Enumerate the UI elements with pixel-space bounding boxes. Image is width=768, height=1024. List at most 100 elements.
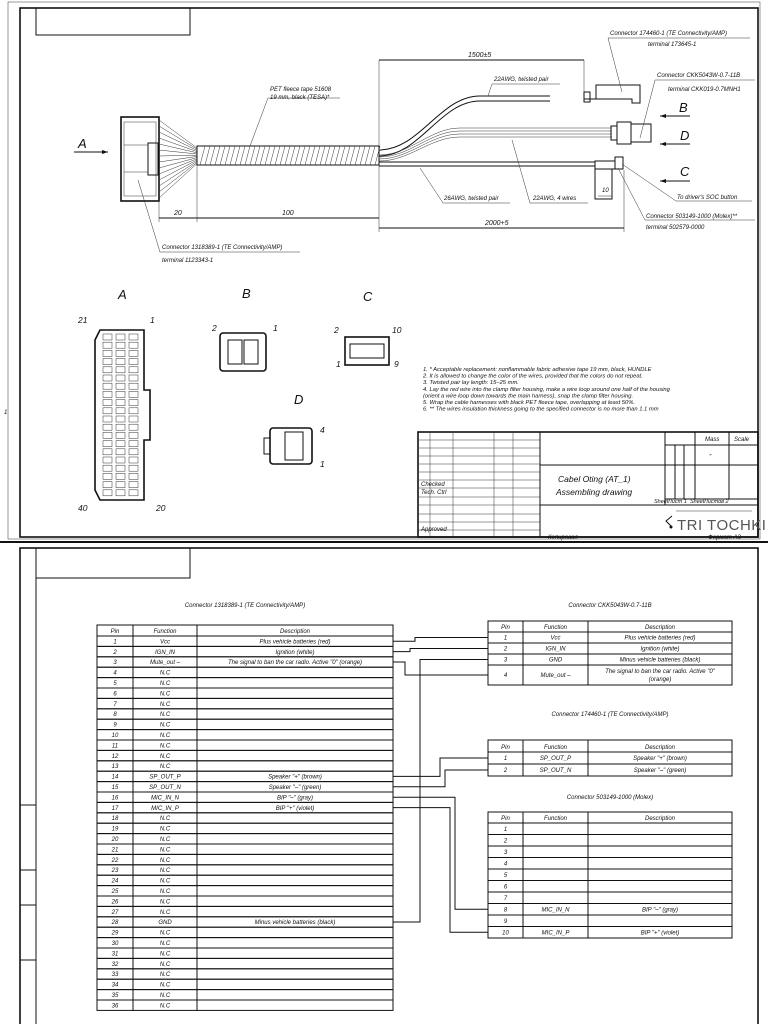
margin-number: 1 [4,410,7,416]
table-cell [196,957,394,970]
cell-text: 27 [111,910,119,916]
svg-text:22AWG, 4 wires: 22AWG, 4 wires [532,196,576,202]
cell-text: 2 [112,650,117,656]
fan-wire [158,158,198,175]
table-title: Connector CKK5043W-0.7-11B [568,603,651,609]
cell-text: 21 [111,847,119,853]
table-cell [587,868,733,881]
table-cell [196,666,394,679]
connector-ckk5043 [610,121,652,145]
pin-cavity [102,473,113,480]
tape-hatch [289,145,296,166]
svg-text:22AWG, twisted pair: 22AWG, twisted pair [493,77,550,83]
cell-text: N.C [160,972,171,978]
fan-wire [158,159,198,181]
tape-hatch [204,145,211,166]
svg-text:TRI TOCHKI: TRI TOCHKI [677,517,766,534]
cell-text: Mute_out – [150,660,181,666]
view-b: B 2 1 [211,286,278,372]
tape-hatch [304,145,311,166]
cell-text: SP_OUT_P [149,775,180,781]
svg-text:40: 40 [78,503,88,513]
connector-174460 [583,84,641,104]
svg-text:9: 9 [394,359,399,369]
pin-cavity [115,473,126,480]
cell-text: N.C [160,754,171,760]
label-to-button: To driver's SOC button [621,163,752,202]
sheets-count: Листов 2 [703,499,729,505]
svg-text:26AWG, twisted pair: 26AWG, twisted pair [443,196,500,202]
taped-bundle [196,145,381,166]
pin-cavity [128,350,139,357]
tape-hatch [259,145,266,166]
cell-text: Speaker "+" (brown) [633,756,687,762]
cell-text: Vcc [160,639,170,645]
table-cell [196,749,394,762]
table-row: 27 N.C [96,905,394,918]
dimension-20-100: 20 100 [158,165,379,222]
pin-cavity [128,358,139,365]
pin-cavity [128,391,139,398]
svg-text:terminal 1123343-1: terminal 1123343-1 [162,258,213,264]
pin-cavity [128,415,139,423]
cell-text: 19 [112,827,119,833]
wire-branches [378,95,612,167]
fan-wire [158,125,198,150]
cell-text: 15 [112,785,119,791]
cell-text: N.C [160,681,171,687]
pinout-table: Connector 1318389-1 (TE Connectivity/AMP… [96,603,394,1011]
table-cell [196,999,394,1011]
header-label: Pin [501,625,510,631]
pin-cavity [102,374,113,382]
fan-wire [158,119,198,149]
cell-text: Vcc [550,636,560,642]
cell-text: N.C [160,764,171,770]
pin-cavity [102,448,113,456]
note-line: 4. Lay the red wire into the clamp filte… [423,387,671,393]
cell-text: 4 [504,861,508,867]
cell-text: N.C [160,910,171,916]
cell-text: 5 [113,681,117,687]
tape-hatch [344,145,351,166]
table-row: 6 [487,880,733,893]
pin-cavity [128,448,139,456]
cell-text: N.C [160,671,171,677]
svg-text:B: B [679,100,688,115]
pin-cavity [115,333,126,341]
table-cell [196,822,394,835]
svg-text:Connector 1318389-1 (TE Connec: Connector 1318389-1 (TE Connectivity/AMP… [162,245,282,251]
cell-text: 16 [112,795,119,801]
cell-text: MIC_IN_N [151,795,180,801]
tape-hatch [294,145,301,166]
table-row: 3 [487,845,733,858]
pin-cavity [128,333,139,341]
table-cell [587,664,733,686]
pin-cavity [115,407,126,415]
dimension-10: 10 [598,188,612,197]
tape-hatch [199,145,206,166]
cell-text: 30 [112,941,119,947]
header-label: Description [645,625,676,631]
table-cell [522,880,589,893]
cell-text-line: (orange) [649,677,672,683]
pin-cavity [115,374,126,382]
pin-cavity [115,448,126,456]
svg-text:2: 2 [333,325,339,335]
format-label: Формат A3 [708,535,741,541]
dimension-1500: 1500±5 [378,52,585,146]
svg-text:PET fleece tape 51608: PET fleece tape 51608 [270,87,332,93]
table-cell [196,926,394,939]
